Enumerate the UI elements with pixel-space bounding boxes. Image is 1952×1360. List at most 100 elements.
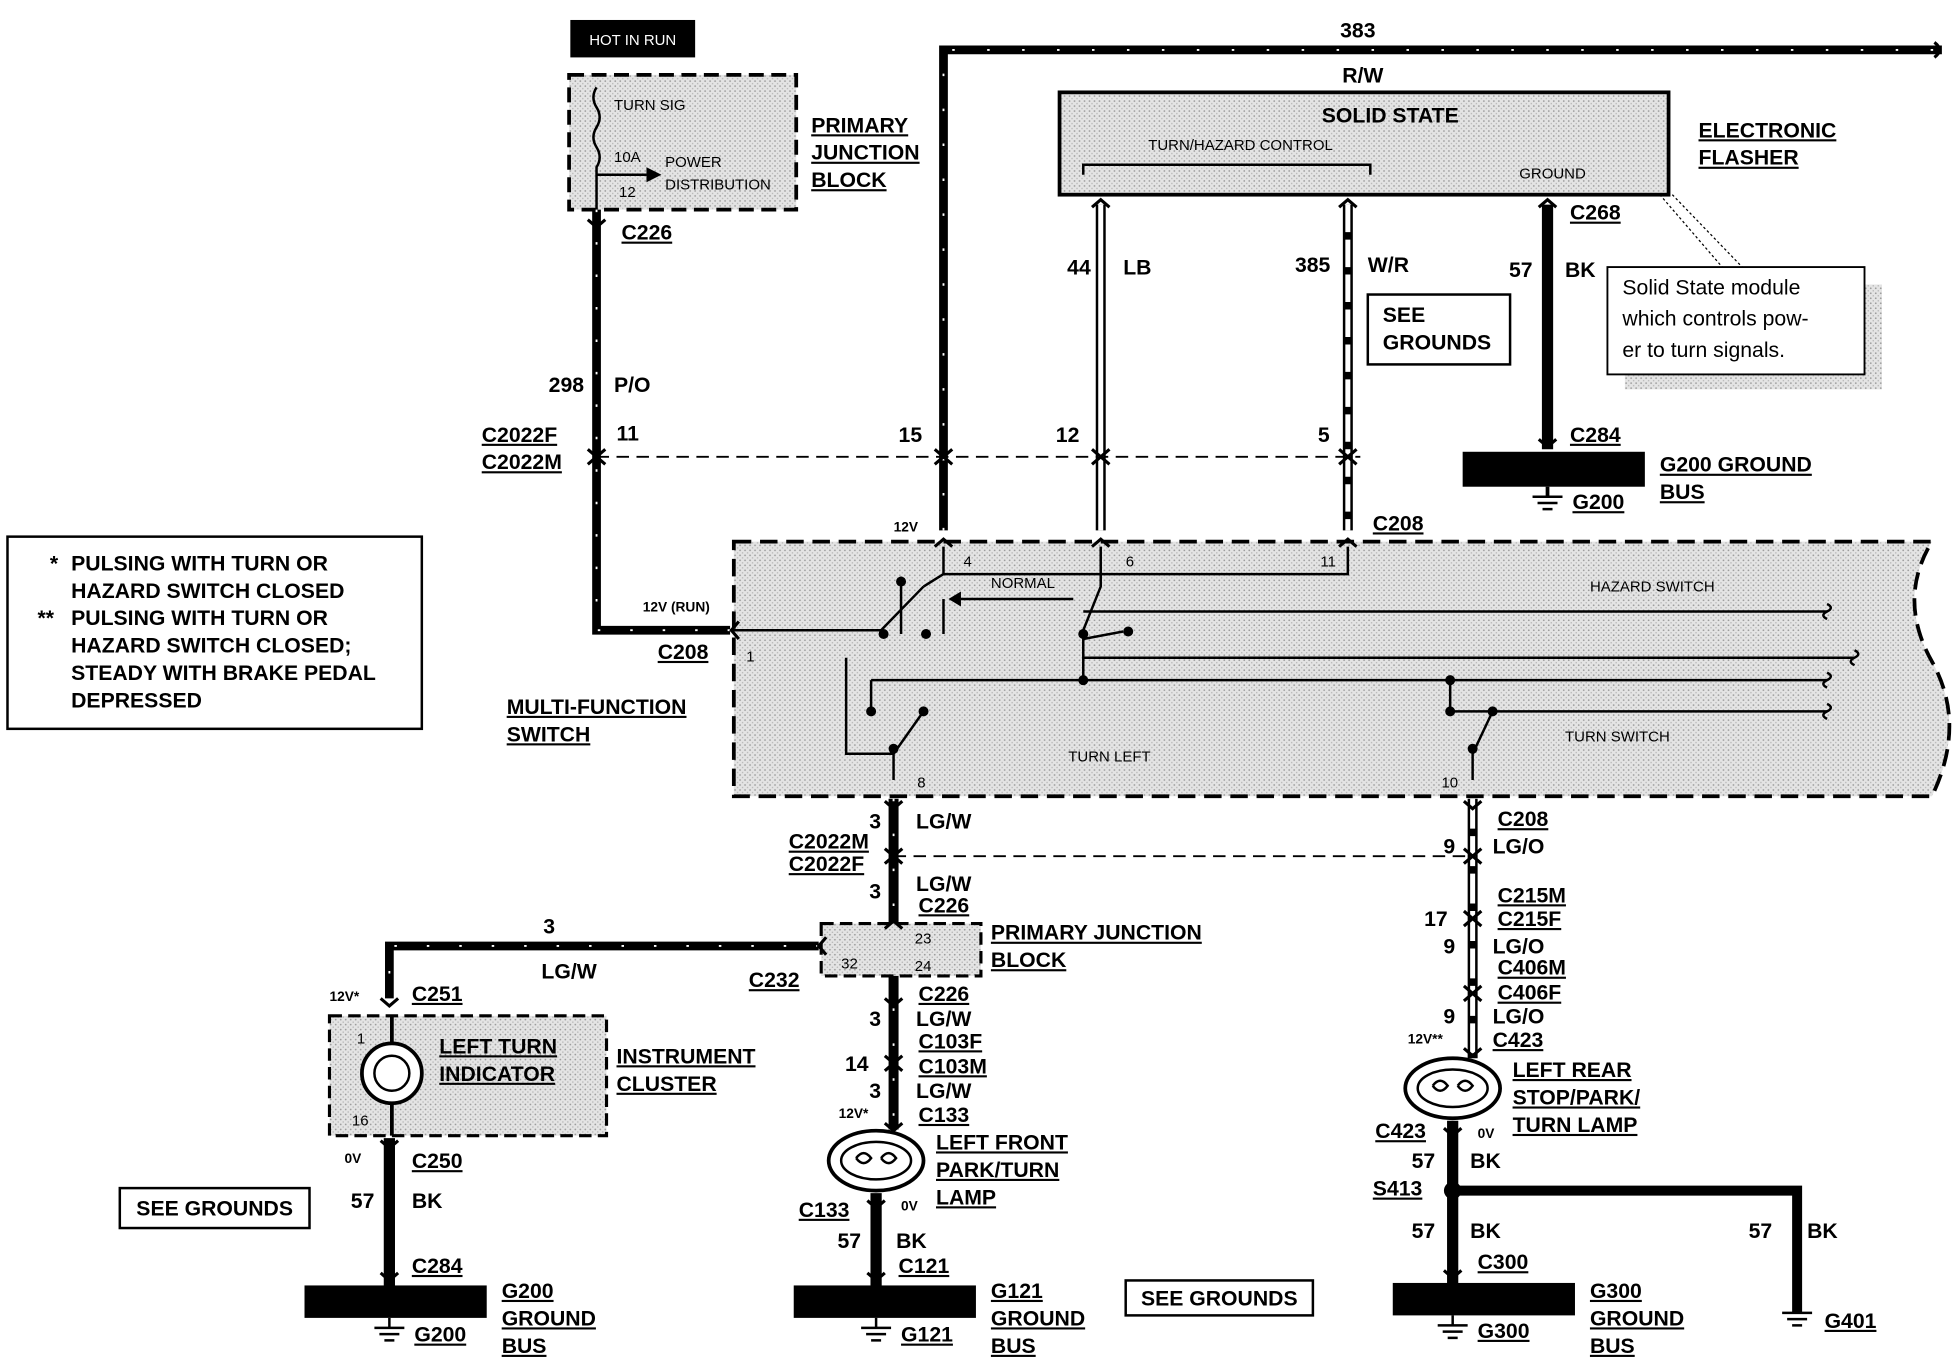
turn-left-label: TURN LEFT bbox=[1068, 748, 1150, 765]
callout-line-3: er to turn signals. bbox=[1622, 339, 1785, 362]
switch-contacts bbox=[866, 576, 1498, 754]
conn-c284-top: C284 bbox=[1570, 424, 1621, 447]
mfs-pin-11: 11 bbox=[1320, 554, 1336, 571]
color-lb: LB bbox=[1123, 257, 1151, 280]
circuit-57-g401: 57 bbox=[1749, 1220, 1773, 1243]
color-bk-top: BK bbox=[1565, 259, 1596, 282]
flasher-ground-label: GROUND bbox=[1519, 165, 1586, 182]
color-wr: W/R bbox=[1368, 254, 1409, 277]
ground-icon bbox=[1437, 1315, 1468, 1340]
wire-57-g401 bbox=[1452, 1185, 1803, 1313]
ic-name-1: INSTRUMENT bbox=[617, 1045, 756, 1068]
circuit-14: 14 bbox=[845, 1053, 869, 1076]
conn-c226-low: C226 bbox=[919, 983, 970, 1006]
conn-c232: C232 bbox=[749, 969, 800, 992]
color-bk-cluster: BK bbox=[412, 1190, 443, 1213]
g200-bus-name-2: BUS bbox=[1660, 481, 1705, 504]
circuit-385: 385 bbox=[1295, 254, 1331, 277]
color-lgw-c: LG/W bbox=[916, 1008, 971, 1031]
conn-c215m: C215M bbox=[1498, 884, 1566, 907]
conn-c215f: C215F bbox=[1498, 908, 1562, 931]
wire-298 bbox=[592, 209, 731, 635]
color-rw: R/W bbox=[1342, 64, 1383, 87]
fuse-rating: 10A bbox=[614, 149, 641, 166]
flasher-name-1: ELECTRONIC bbox=[1699, 119, 1837, 142]
hazard-switch-label: HAZARD SWITCH bbox=[1590, 579, 1715, 596]
legend-line-4: HAZARD SWITCH CLOSED; bbox=[71, 635, 351, 658]
g200b-name-3: BUS bbox=[502, 1335, 547, 1358]
fuse-pin: 12 bbox=[619, 184, 636, 201]
lf-name-1: LEFT FRONT bbox=[936, 1131, 1068, 1154]
conn-c250: C250 bbox=[412, 1150, 463, 1173]
circuit-3-c: 3 bbox=[869, 1008, 881, 1031]
callout-leader bbox=[1659, 194, 1743, 268]
circuit-57-top: 57 bbox=[1509, 259, 1533, 282]
cluster-pin-16: 16 bbox=[352, 1113, 369, 1130]
pjb-pin-23: 23 bbox=[915, 930, 932, 947]
g300-name-1: G300 bbox=[1590, 1280, 1642, 1303]
color-bk-g401: BK bbox=[1807, 1220, 1838, 1243]
pjb-bottom-name-2: BLOCK bbox=[991, 949, 1067, 972]
conn-c284-bottom: C284 bbox=[412, 1255, 463, 1278]
wire-3-cluster bbox=[385, 941, 819, 999]
flasher-control-label: TURN/HAZARD CONTROL bbox=[1148, 137, 1333, 154]
legend-line-3: PULSING WITH TURN OR bbox=[71, 607, 328, 630]
cluster-pin-1: 1 bbox=[357, 1030, 365, 1047]
indicator-inner-icon bbox=[373, 1054, 411, 1093]
lr-name-2: STOP/PARK/ bbox=[1513, 1086, 1641, 1109]
conn-c133-bottom: C133 bbox=[799, 1199, 850, 1222]
see-grounds-top-1: SEE bbox=[1383, 304, 1425, 327]
g200-label: G200 bbox=[1572, 491, 1624, 514]
lf-0v: 0V bbox=[901, 1199, 919, 1214]
mfs-pin-1: 1 bbox=[746, 648, 754, 665]
ground-icon bbox=[1532, 495, 1563, 511]
see-grounds-box-mid bbox=[1124, 1279, 1315, 1317]
left-rear-lamp-icon bbox=[1403, 1056, 1502, 1121]
color-lgw-b: LG/W bbox=[916, 873, 971, 896]
conn-c226-mid: C226 bbox=[919, 894, 970, 917]
legend-line-6: DEPRESSED bbox=[71, 690, 202, 713]
see-grounds-box-top bbox=[1366, 293, 1512, 366]
color-po: P/O bbox=[614, 374, 651, 397]
left-front-lamp-icon bbox=[826, 1128, 926, 1193]
conn-c121: C121 bbox=[899, 1255, 950, 1278]
lr-0v: 0V bbox=[1478, 1126, 1496, 1141]
mfs-pin-6: 6 bbox=[1126, 554, 1134, 571]
lamp-inner-icon bbox=[839, 1140, 913, 1181]
cluster-12v: 12V* bbox=[329, 989, 359, 1004]
pin-5: 5 bbox=[1318, 424, 1330, 447]
legend-line-2: HAZARD SWITCH CLOSED bbox=[71, 580, 344, 603]
pjb-pin-24: 24 bbox=[915, 958, 932, 975]
g121-label: G121 bbox=[901, 1324, 953, 1347]
conn-c2022m-lower: C2022M bbox=[789, 831, 869, 854]
lti-name-2: INDICATOR bbox=[439, 1063, 555, 1086]
primary-junction-block-top bbox=[567, 73, 799, 212]
circuit-3-a: 3 bbox=[869, 811, 881, 834]
g401-label: G401 bbox=[1825, 1310, 1877, 1333]
ic-name-2: CLUSTER bbox=[617, 1073, 717, 1096]
conn-c406m: C406M bbox=[1498, 957, 1566, 980]
g200b-name-2: GROUND bbox=[502, 1307, 596, 1330]
conn-c133-top: C133 bbox=[919, 1104, 970, 1127]
g300-name-2: GROUND bbox=[1590, 1307, 1684, 1330]
color-lgo-b: LG/O bbox=[1493, 935, 1545, 958]
circuit-57-lf: 57 bbox=[838, 1230, 862, 1253]
conn-c268: C268 bbox=[1570, 202, 1621, 225]
conn-c2022f-lower: C2022F bbox=[789, 853, 864, 876]
g200-bus-name-1: G200 GROUND bbox=[1660, 454, 1812, 477]
pjb-top-name-3: BLOCK bbox=[811, 169, 887, 192]
g200b-name-1: G200 bbox=[502, 1280, 554, 1303]
normal-arrow-icon bbox=[948, 591, 961, 607]
wire-298-stripe bbox=[595, 209, 731, 632]
g300-ground-bus-bar bbox=[1392, 1282, 1575, 1316]
primary-junction-block-bottom bbox=[819, 921, 983, 978]
switch-internals bbox=[730, 546, 1855, 781]
mfs-pin-10: 10 bbox=[1441, 774, 1458, 791]
callout-box bbox=[1606, 266, 1866, 376]
left-turn-indicator-icon bbox=[360, 1041, 424, 1106]
conn-c2022m: C2022M bbox=[482, 451, 562, 474]
hot-in-run-tag bbox=[570, 19, 696, 58]
lr-name-1: LEFT REAR bbox=[1513, 1059, 1632, 1082]
pjb-top-name-1: PRIMARY bbox=[811, 114, 908, 137]
